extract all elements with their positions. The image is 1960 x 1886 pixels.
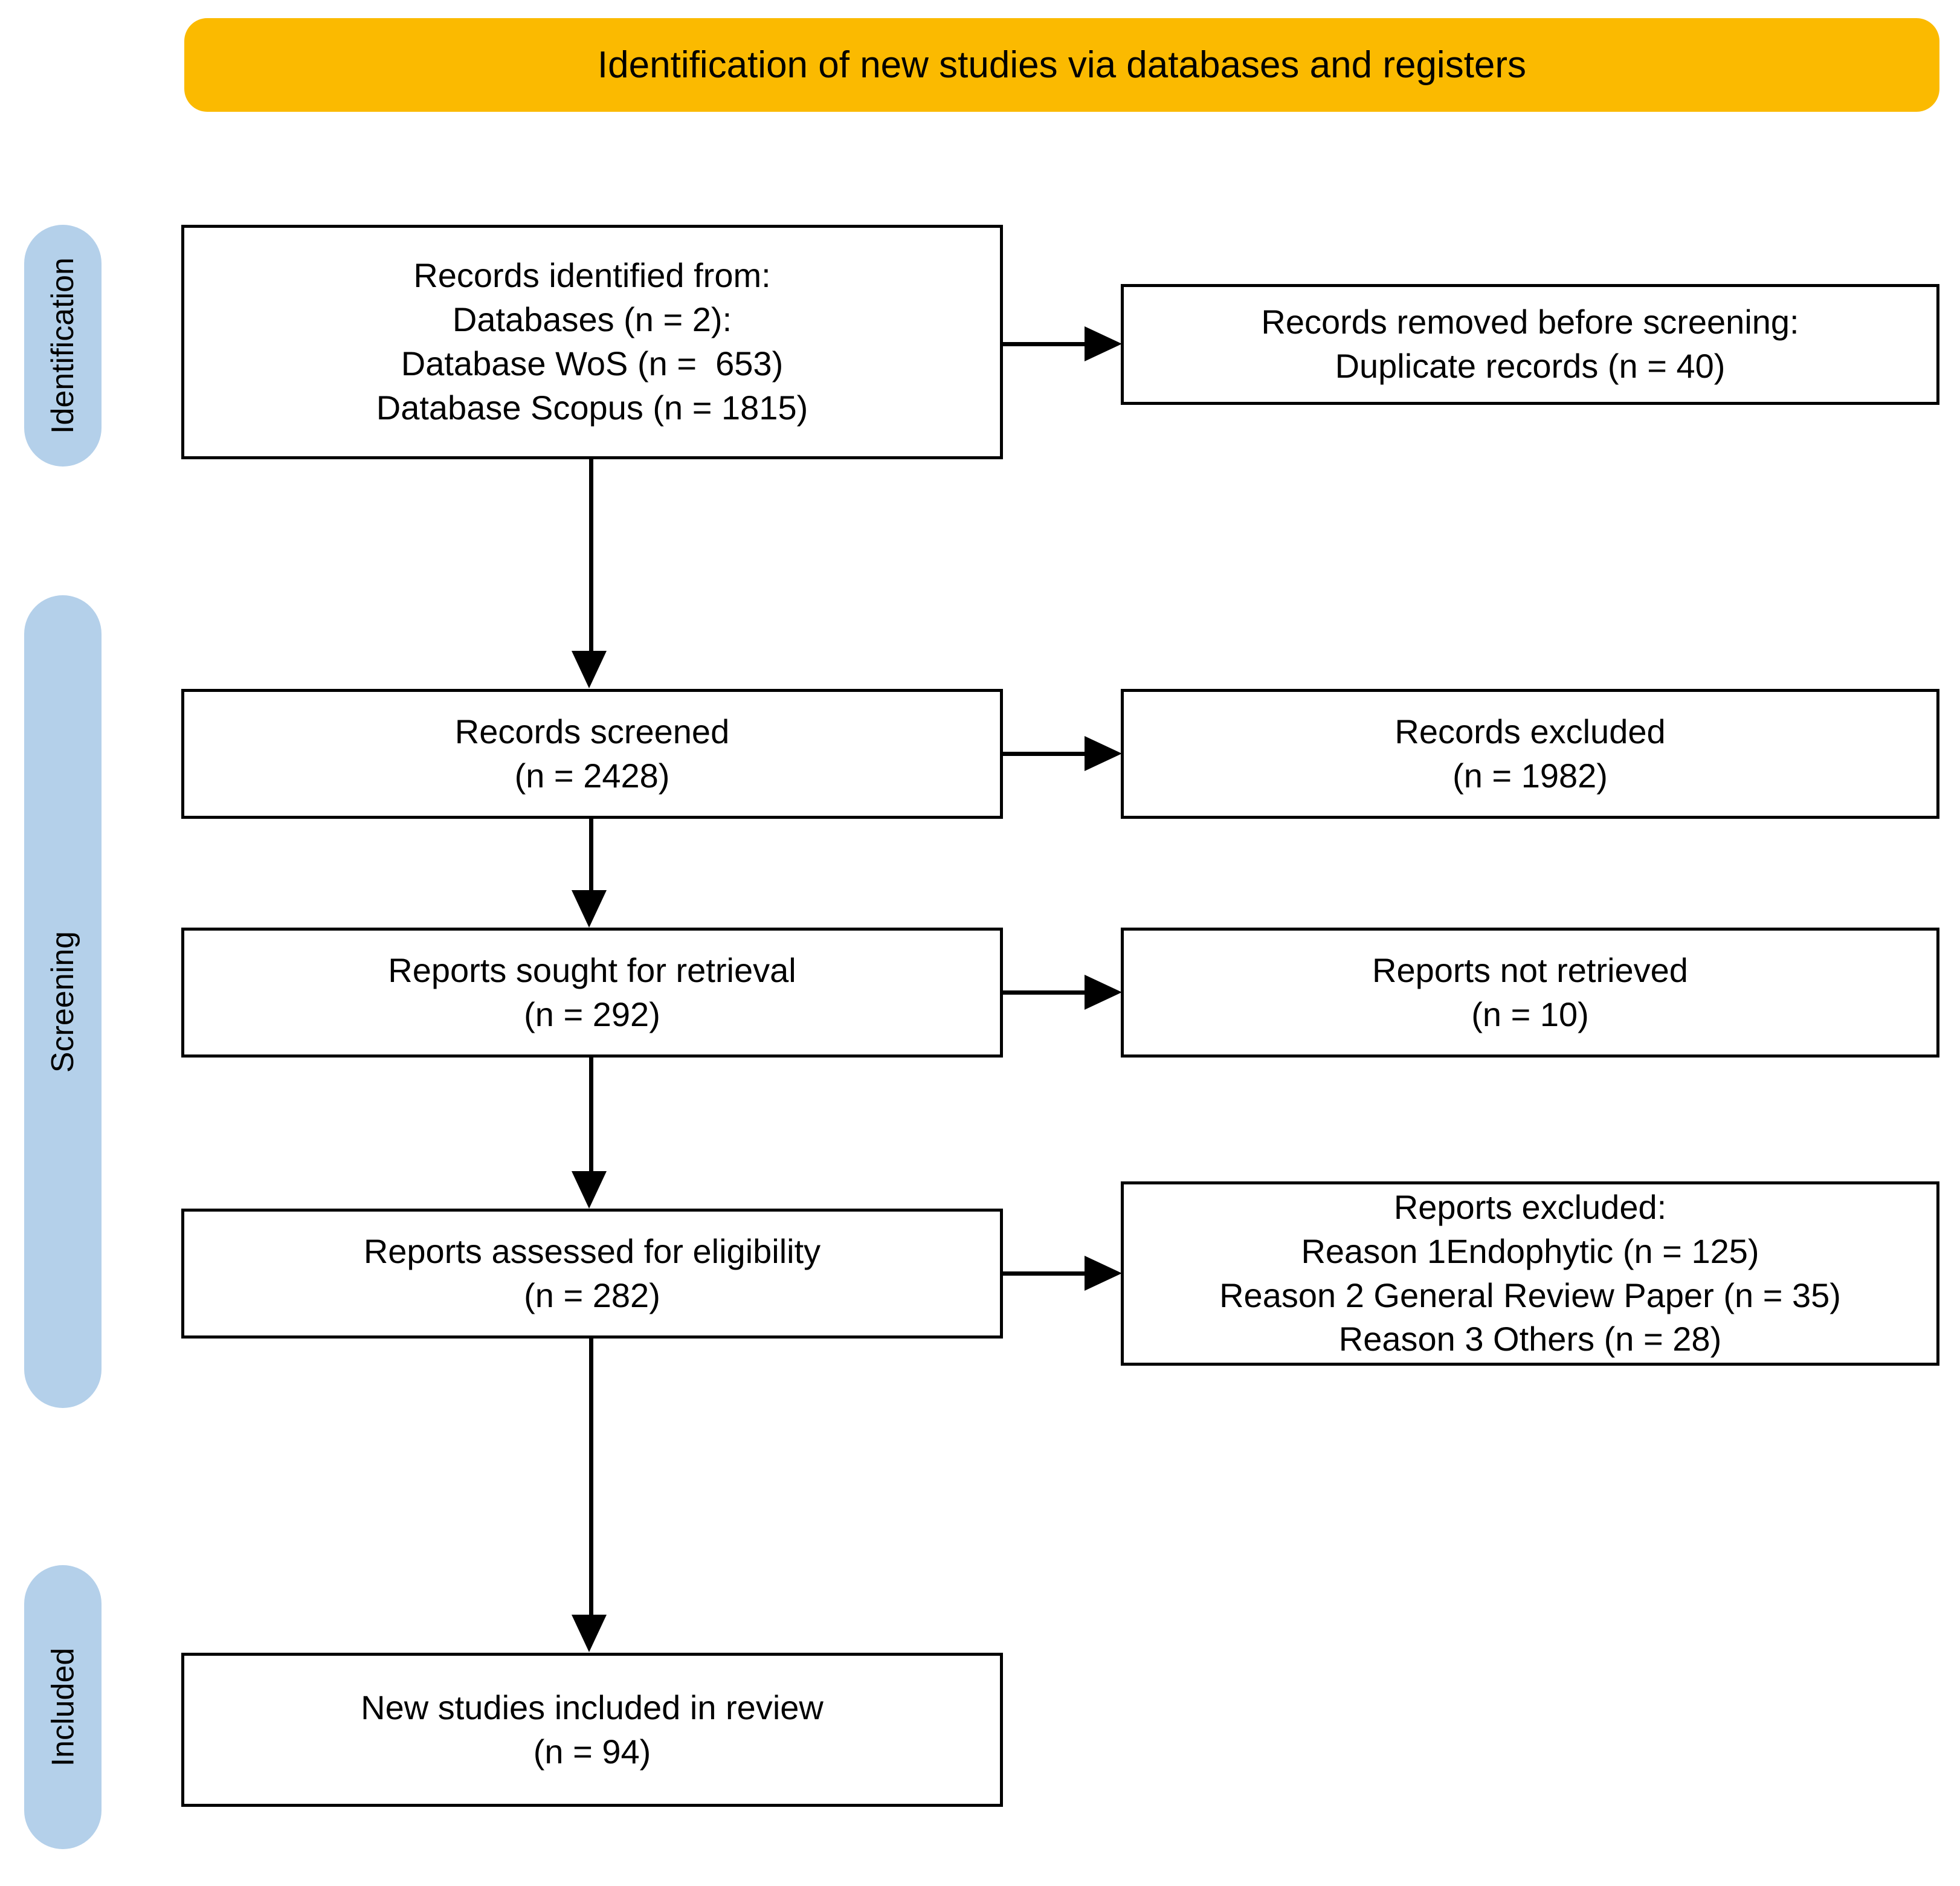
box-line: Reason 3 Others (n = 28)	[1338, 1320, 1722, 1358]
arrow-assessed-to-included	[572, 1615, 607, 1652]
connector-assessed-to-included	[589, 1339, 593, 1616]
box-line: Reports excluded:	[1393, 1187, 1667, 1226]
box-line: Database WoS (n = 653)	[401, 344, 784, 383]
box-line: Reports assessed for eligibility	[363, 1232, 821, 1270]
box-line: Databases (n = 2):	[452, 300, 732, 339]
stage-pill-included: Included	[24, 1565, 102, 1849]
stage-label-included: Included	[45, 1647, 81, 1767]
box-line: Duplicate records (n = 40)	[1335, 347, 1726, 385]
box-line: Records excluded	[1394, 712, 1666, 751]
arrow-assessed-to-excluded	[1085, 1256, 1122, 1291]
connector-identified-to-screened	[589, 459, 593, 653]
connector-sought-to-assessed	[589, 1058, 593, 1172]
box-line: Database Scopus (n = 1815)	[376, 388, 808, 427]
diagram-title: Identification of new studies via databa…	[597, 44, 1527, 86]
diagram-title-banner: Identification of new studies via databa…	[184, 18, 1939, 112]
box-line: Reason 1Endophytic (n = 125)	[1301, 1232, 1759, 1270]
box-line: (n = 94)	[533, 1732, 651, 1771]
box-line: (n = 1982)	[1452, 756, 1608, 795]
box-line: (n = 292)	[524, 995, 660, 1033]
arrow-identified-to-screened	[572, 651, 607, 688]
box-line: (n = 282)	[524, 1276, 660, 1314]
box-reports-not-retrieved: Reports not retrieved (n = 10)	[1121, 928, 1939, 1058]
box-line: New studies included in review	[361, 1688, 824, 1726]
arrow-screened-to-sought	[572, 890, 607, 928]
box-line: Records screened	[454, 712, 730, 751]
box-line: Records removed before screening:	[1261, 303, 1799, 341]
box-records-screened: Records screened (n = 2428)	[181, 689, 1003, 819]
stage-label-screening: Screening	[45, 931, 80, 1073]
box-records-identified: Records identified from: Databases (n = …	[181, 225, 1003, 459]
box-reports-sought: Reports sought for retrieval (n = 292)	[181, 928, 1003, 1058]
arrow-sought-to-not-retrieved	[1085, 975, 1122, 1010]
box-records-excluded: Records excluded (n = 1982)	[1121, 689, 1939, 819]
arrow-sought-to-assessed	[572, 1171, 607, 1209]
box-line: Reports sought for retrieval	[388, 951, 796, 989]
box-studies-included: New studies included in review (n = 94)	[181, 1653, 1003, 1807]
box-line: (n = 10)	[1471, 995, 1589, 1033]
box-line: (n = 2428)	[514, 756, 670, 795]
box-records-removed: Records removed before screening: Duplic…	[1121, 284, 1939, 405]
connector-sought-to-not-retrieved	[1003, 990, 1088, 995]
arrow-identified-to-removed	[1085, 326, 1122, 361]
box-line: Reason 2 General Review Paper (n = 35)	[1219, 1276, 1841, 1314]
box-line: Records identified from:	[413, 256, 771, 295]
stage-pill-identification: Identification	[24, 225, 102, 467]
connector-screened-to-excluded	[1003, 752, 1088, 756]
box-reports-assessed: Reports assessed for eligibility (n = 28…	[181, 1209, 1003, 1339]
box-reports-excluded: Reports excluded: Reason 1Endophytic (n …	[1121, 1181, 1939, 1366]
connector-identified-to-removed	[1003, 342, 1088, 346]
arrow-screened-to-excluded	[1085, 736, 1122, 771]
stage-pill-screening: Screening	[24, 595, 102, 1408]
connector-screened-to-sought	[589, 819, 593, 894]
stage-label-identification: Identification	[45, 257, 80, 434]
connector-assessed-to-excluded	[1003, 1271, 1088, 1276]
box-line: Reports not retrieved	[1372, 951, 1688, 989]
